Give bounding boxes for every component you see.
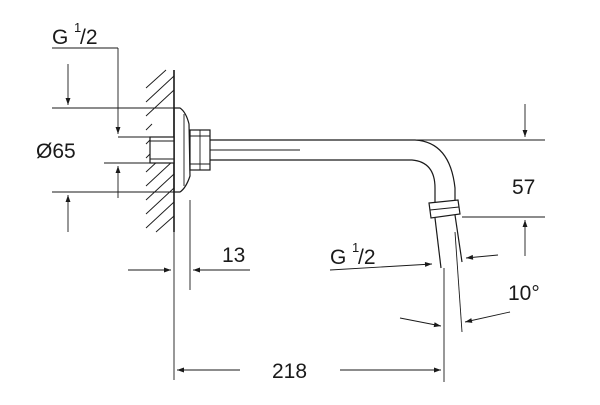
rosette-flange [173, 107, 191, 193]
thread-top-denominator: /2 [80, 26, 98, 49]
thread-top-label: G [52, 26, 68, 49]
offset-13-label: 13 [222, 244, 245, 267]
coupling-nut [189, 129, 211, 171]
wall-hatching [145, 69, 175, 233]
dimension-angle: 10° [399, 231, 540, 382]
length-218-label: 218 [272, 360, 307, 383]
angle-label: 10° [508, 282, 540, 305]
thread-outlet-denominator: /2 [358, 246, 376, 269]
shower-arm-tube [210, 139, 456, 202]
dimension-diameter: Ø65 [36, 64, 174, 232]
dimension-offset-13: 13 [128, 200, 250, 380]
dimension-length-218: 218 [177, 360, 441, 383]
dimension-thread-outlet: G 1 /2 [329, 240, 499, 271]
wall-thread-nipple [149, 136, 175, 164]
dimension-thread-top: G 1 /2 [52, 20, 150, 198]
diameter-label: Ø65 [36, 140, 76, 163]
outlet-connector [428, 199, 463, 269]
thread-top-numerator: 1 [74, 20, 81, 35]
thread-outlet-numerator: 1 [352, 240, 359, 255]
dimension-height-57: 57 [415, 104, 545, 256]
height-57-label: 57 [512, 176, 535, 199]
thread-outlet-label: G [330, 246, 346, 269]
